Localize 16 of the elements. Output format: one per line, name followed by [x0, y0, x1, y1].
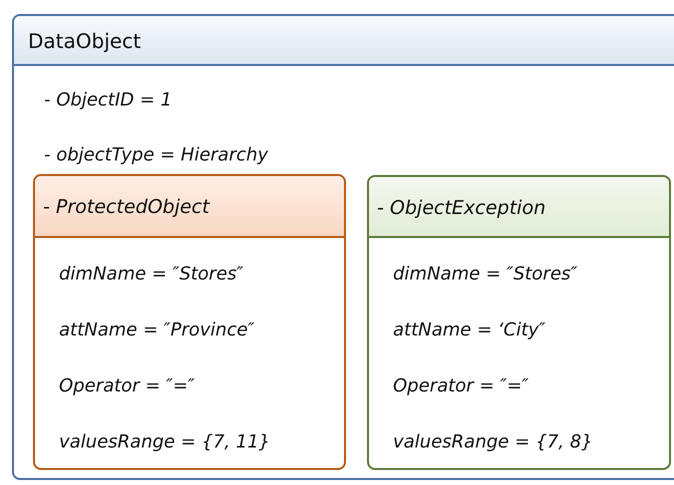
class-name: - ObjectException [377, 196, 546, 218]
class-box [367, 175, 671, 470]
class-name: - ProtectedObject [43, 196, 210, 218]
attribute-text: - ObjectID = 1 [44, 90, 172, 110]
attribute-text: Operator = ″=″ [59, 376, 195, 396]
attribute-text: valuesRange = {7, 8} [393, 432, 593, 452]
class-box [33, 174, 346, 470]
class-box [12, 14, 674, 480]
attribute-text: dimName = ″Stores″ [59, 264, 244, 284]
attribute-text: attName = ″Province″ [59, 320, 255, 340]
attribute-text: - objectType = Hierarchy [44, 144, 268, 166]
class-name: DataObject [28, 29, 141, 53]
attribute-text: attName = ‘City″ [393, 320, 546, 340]
attribute-text: Operator = ″=″ [393, 376, 529, 396]
attribute-text: valuesRange = {7, 11} [59, 432, 270, 452]
attribute-text: dimName = ″Stores″ [393, 264, 578, 284]
